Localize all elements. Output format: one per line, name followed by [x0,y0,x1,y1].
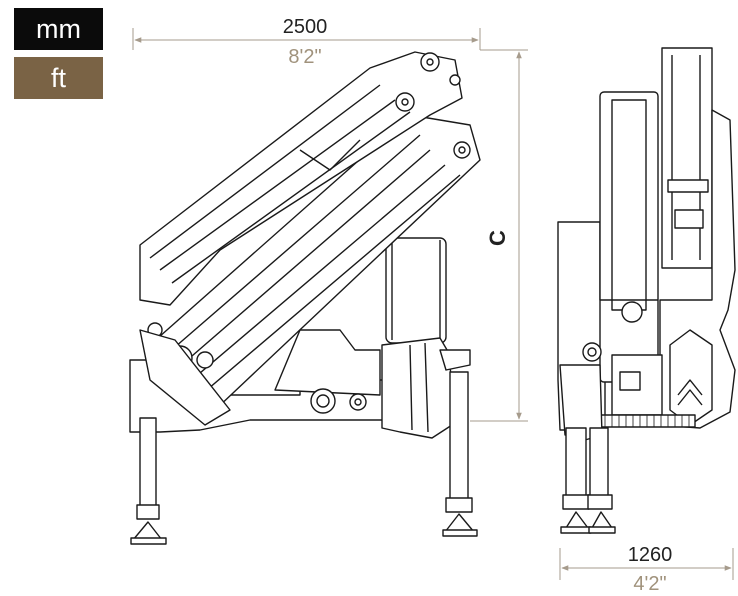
dimension-height [470,49,528,422]
dimension-width [132,28,481,50]
base-width-mm-label: 1260 [628,544,673,566]
base-width-ft-label: 4'2" [633,573,666,595]
crane-side-view [129,51,481,545]
height-label: C [485,230,510,246]
dimension-base-width [559,548,734,580]
width-mm-label: 2500 [283,16,328,38]
crane-rear-view [557,47,736,534]
width-ft-label: 8'2" [288,46,321,68]
unit-ft-button[interactable]: ft [14,57,103,99]
unit-mm-button[interactable]: mm [14,8,103,50]
